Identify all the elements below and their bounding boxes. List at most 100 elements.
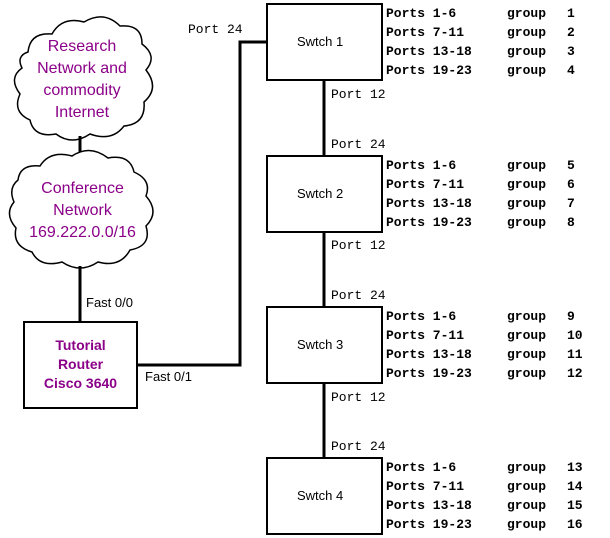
switch-3-uplink-label: Port 24 [331, 288, 386, 303]
research-cloud-line: commodity [43, 82, 121, 99]
switch-1-box [266, 3, 383, 81]
group-word: group [507, 347, 547, 362]
switch-4-groups: Ports 1-6 group 13 Ports 7-11 group 14 Ports… [386, 458, 601, 534]
group-row: Ports 1-6 group 9 [386, 307, 601, 326]
switch-2-uplink-label: Port 24 [331, 137, 386, 152]
fast01-label: Fast 0/1 [145, 369, 192, 384]
group-ports: Ports 19-23 [386, 63, 472, 78]
router-box [23, 321, 138, 409]
switch-2-groups: Ports 1-6 group 5 Ports 7-11 group 6 Ports 1… [386, 156, 601, 232]
group-row: Ports 19-23 group 8 [386, 213, 601, 232]
group-ports: Ports 1-6 [386, 6, 457, 21]
switch-4-uplink-label: Port 24 [331, 439, 386, 454]
router-line: Router [57, 356, 104, 372]
group-word: group [507, 6, 547, 21]
conference-cloud-shape [8, 149, 154, 269]
group-ports: Ports 13-18 [386, 347, 472, 362]
group-ports: Ports 13-18 [386, 498, 472, 513]
switch-4-label: Swtch 4 [297, 488, 344, 503]
research-cloud-label: Research Network and commodity Internet [20, 36, 144, 124]
group-number: 8 [567, 215, 575, 230]
switch-2-box [266, 155, 383, 233]
group-ports: Ports 7-11 [386, 177, 465, 192]
group-number: 4 [567, 63, 575, 78]
group-row: Ports 13-18 group 3 [386, 42, 601, 61]
group-word: group [507, 479, 547, 494]
group-word: group [507, 158, 547, 173]
conference-cloud-label: Conference Network 169.222.0.0/16 [10, 178, 155, 244]
group-word: group [507, 44, 547, 59]
group-number: 9 [567, 309, 575, 324]
group-row: Ports 13-18 group 7 [386, 194, 601, 213]
group-word: group [507, 63, 547, 78]
group-number: 16 [567, 517, 583, 532]
conference-cloud-line: Network [53, 202, 112, 219]
switch-3-label: Swtch 3 [297, 337, 344, 352]
group-ports: Ports 1-6 [386, 158, 457, 173]
research-cloud-line: Research [47, 38, 117, 55]
group-number: 3 [567, 44, 575, 59]
group-number: 15 [567, 498, 583, 513]
group-row: Ports 1-6 group 5 [386, 156, 601, 175]
group-row: Ports 7-11 group 6 [386, 175, 601, 194]
group-row: Ports 19-23 group 4 [386, 61, 601, 80]
switch-2-downlink-label: Port 12 [331, 238, 386, 253]
switch-3-box [266, 306, 383, 384]
group-number: 7 [567, 196, 575, 211]
switch-1-downlink-label: Port 12 [331, 87, 386, 102]
group-number: 14 [567, 479, 583, 494]
group-row: Ports 1-6 group 1 [386, 4, 601, 23]
group-word: group [507, 196, 547, 211]
group-word: group [507, 498, 547, 513]
group-ports: Ports 1-6 [386, 460, 457, 475]
group-ports: Ports 13-18 [386, 196, 472, 211]
group-word: group [507, 309, 547, 324]
group-row: Ports 7-11 group 14 [386, 477, 601, 496]
group-number: 12 [567, 366, 583, 381]
group-ports: Ports 13-18 [386, 44, 472, 59]
group-number: 11 [567, 347, 583, 362]
switch-2-label: Swtch 2 [297, 186, 344, 201]
group-word: group [507, 215, 547, 230]
group-word: group [507, 328, 547, 343]
group-row: Ports 13-18 group 11 [386, 345, 601, 364]
group-word: group [507, 460, 547, 475]
group-ports: Ports 7-11 [386, 479, 465, 494]
fast00-label: Fast 0/0 [86, 295, 133, 310]
research-cloud-line: Network and [37, 60, 127, 77]
research-cloud-shape [13, 16, 154, 141]
group-number: 13 [567, 460, 583, 475]
group-ports: Ports 19-23 [386, 215, 472, 230]
group-ports: Ports 19-23 [386, 366, 472, 381]
router-line: Cisco 3640 [43, 375, 118, 391]
conference-cloud-line: 169.222.0.0/16 [29, 224, 136, 241]
fast01-link [137, 40, 267, 367]
group-number: 1 [567, 6, 575, 21]
switch-4-box [266, 457, 383, 535]
group-row: Ports 1-6 group 13 [386, 458, 601, 477]
group-row: Ports 13-18 group 15 [386, 496, 601, 515]
router-label: Tutorial Router Cisco 3640 [24, 336, 137, 393]
group-ports: Ports 1-6 [386, 309, 457, 324]
router-line: Tutorial [55, 337, 106, 353]
group-word: group [507, 25, 547, 40]
research-cloud-line: Internet [54, 104, 110, 121]
group-ports: Ports 19-23 [386, 517, 472, 532]
switch-3-downlink-label: Port 12 [331, 390, 386, 405]
group-number: 10 [567, 328, 583, 343]
group-number: 5 [567, 158, 575, 173]
conference-cloud-line: Conference [41, 180, 124, 197]
group-number: 2 [567, 25, 575, 40]
switch-1-label: Swtch 1 [297, 34, 344, 49]
group-word: group [507, 177, 547, 192]
group-number: 6 [567, 177, 575, 192]
switch-1-uplink-label: Port 24 [188, 22, 243, 37]
